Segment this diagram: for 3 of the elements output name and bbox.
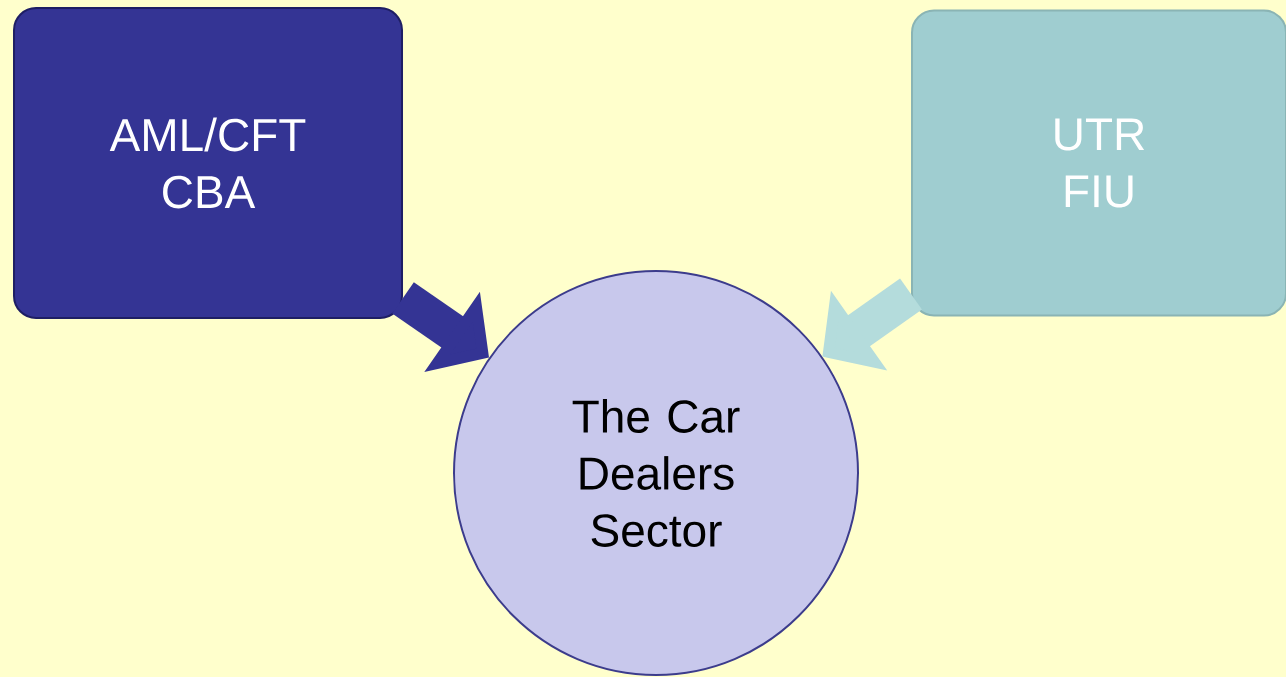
rounded-box: UTR FIU <box>911 9 1286 317</box>
circle-node: The Car Dealers Sector <box>453 270 859 676</box>
rounded-box: AML/CFT CBA <box>13 7 403 319</box>
